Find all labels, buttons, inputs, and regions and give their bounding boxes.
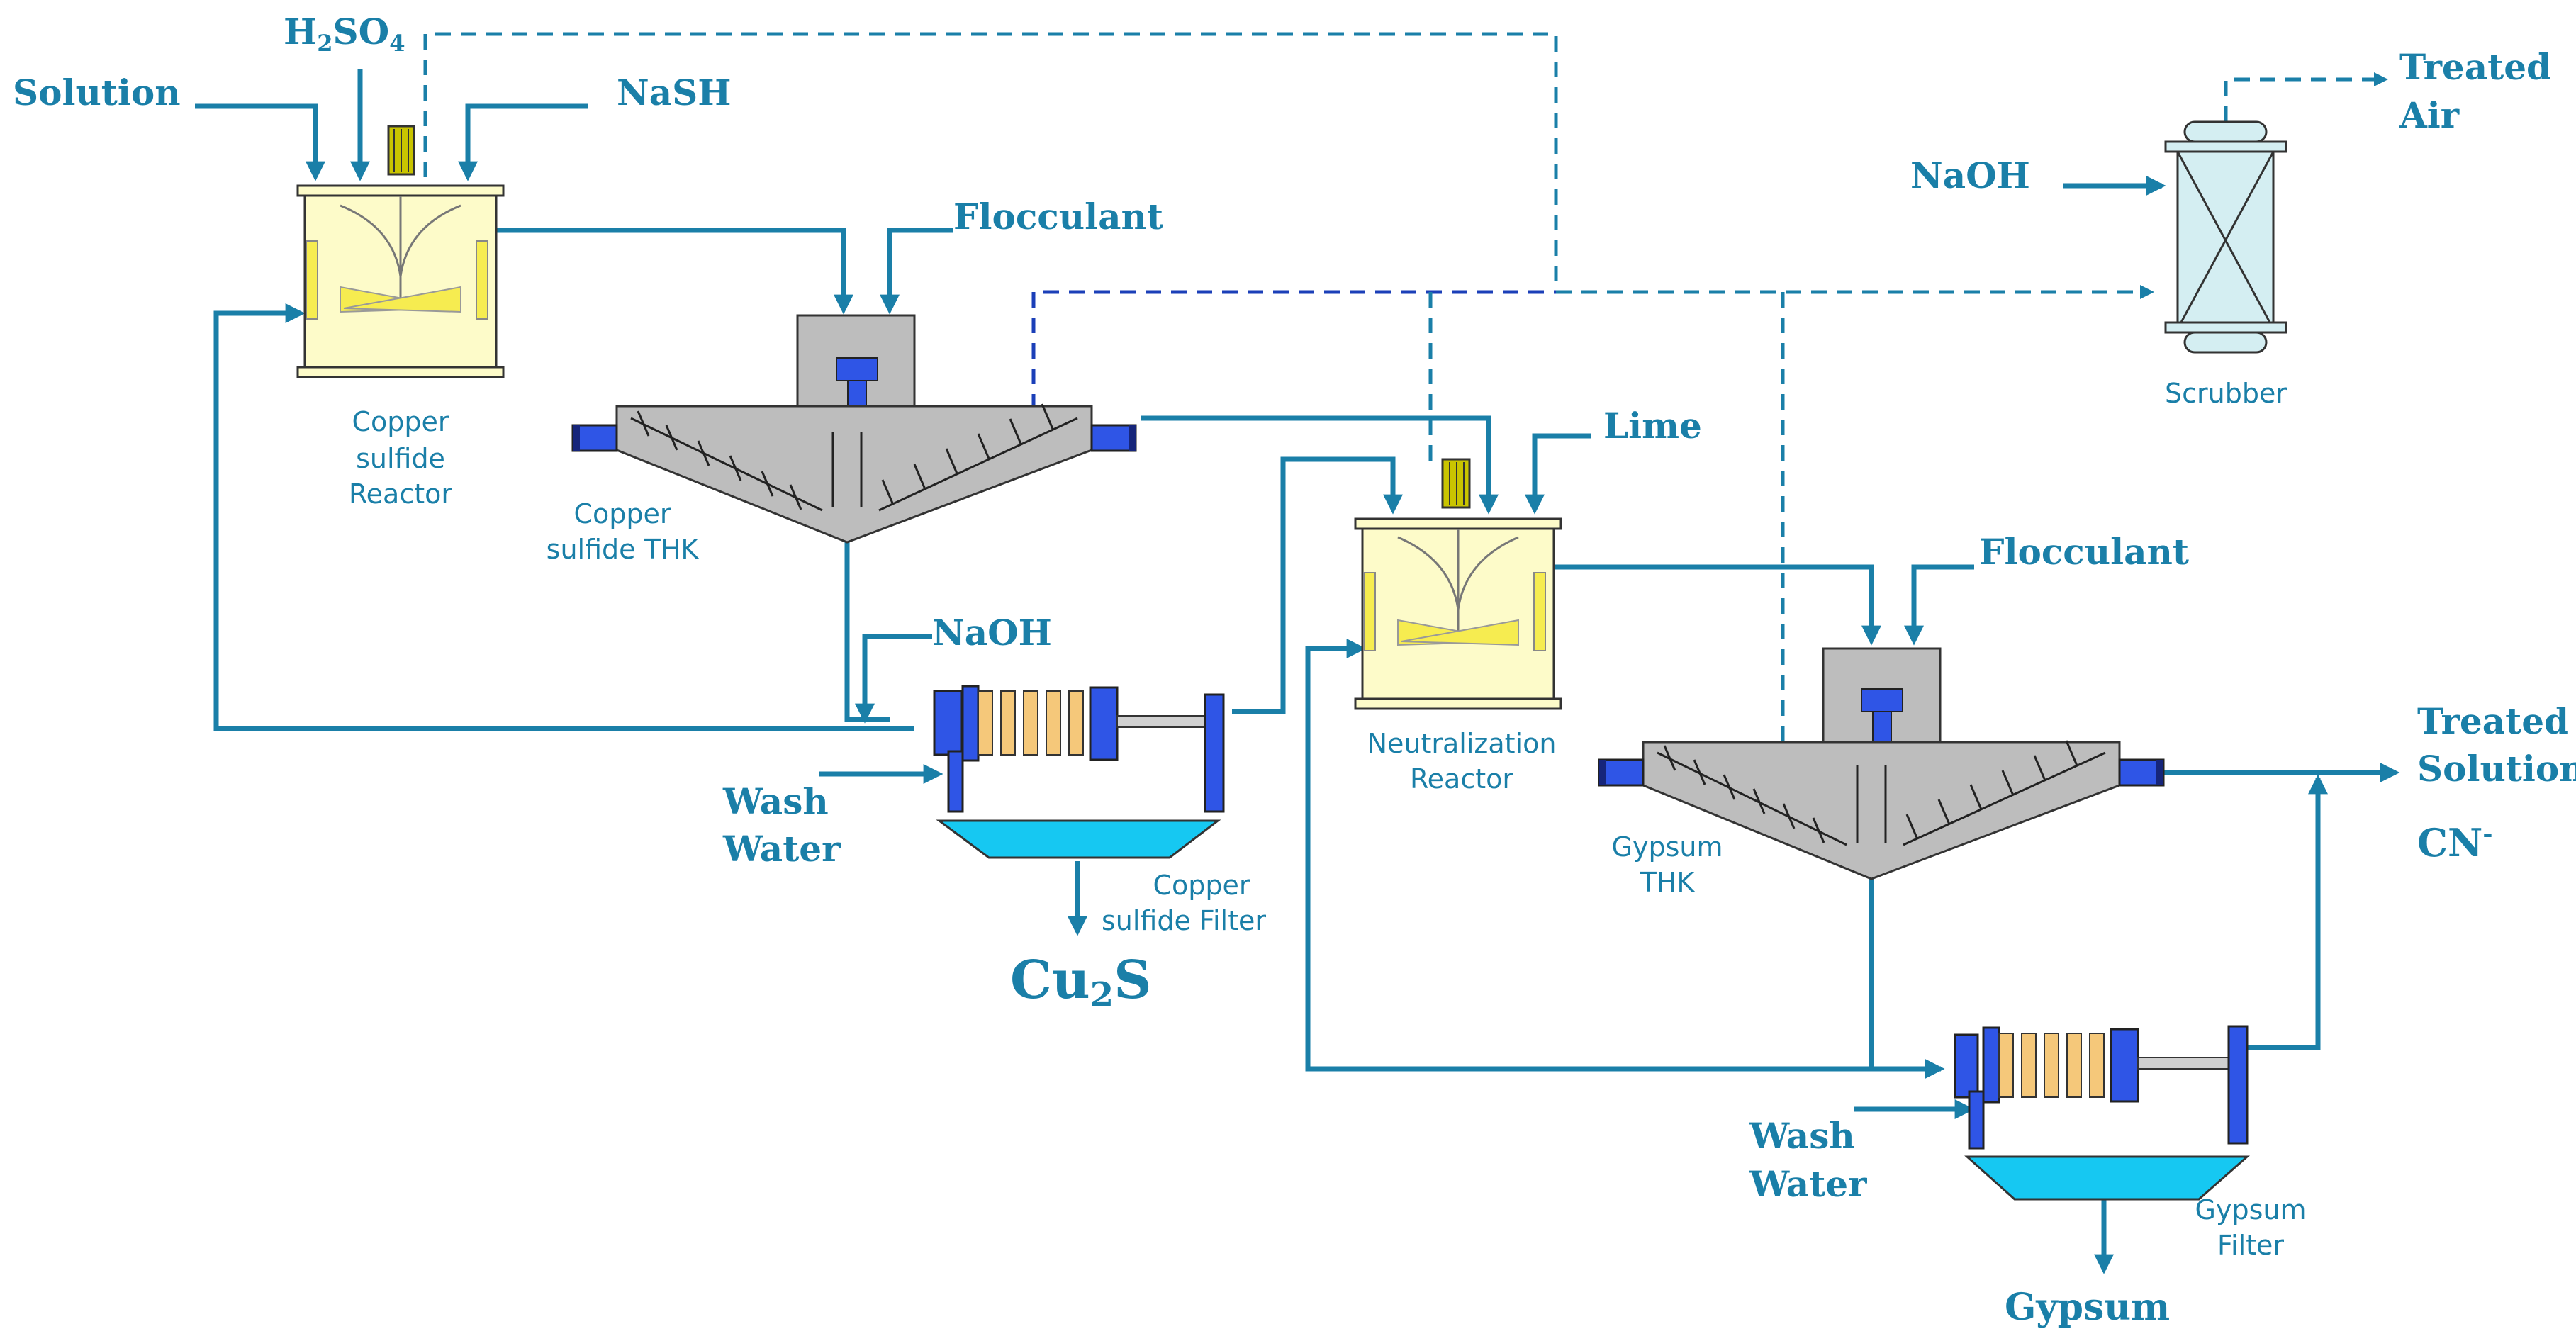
label-wash-water-1-line1: Wash [722,780,829,822]
gypsum-thickener [1598,647,2165,880]
label-cu2s: Cu2S [1010,950,1152,1015]
svg-text:Gypsum: Gypsum [1612,831,1723,863]
label-gypsum-product: Gypsum [2005,1286,2170,1329]
label-wash-water-2-line2: Water [1749,1163,1867,1205]
svg-text:Reactor: Reactor [349,478,452,510]
copper-sulfide-filter [933,685,1225,859]
label-h2so4: H2SO4 [284,11,405,57]
label-flocculant-2: Flocculant [1979,531,2189,573]
label-cn: CN- [2417,820,2492,865]
label-lime: Lime [1603,405,1702,447]
svg-text:sulfide THK: sulfide THK [547,534,700,565]
caption-scrubber: Scrubber [2165,378,2287,409]
svg-text:Copper: Copper [352,406,449,437]
caption-copper-sulfide-filter: Copper sulfide Filter [1102,870,1266,936]
label-flocculant-1: Flocculant [953,196,1163,237]
svg-text:Copper: Copper [1153,870,1250,901]
caption-neutralization-reactor: Neutralization Reactor [1367,728,1557,795]
svg-text:Neutralization: Neutralization [1367,728,1557,759]
label-nash: NaSH [617,72,731,113]
caption-copper-sulfide-reactor: Copper sulfide Reactor [349,406,452,510]
label-treated-air-line1: Treated [2399,46,2551,88]
label-solution: Solution [13,72,181,113]
label-treated-solution-line2: Solution [2417,748,2576,790]
vent-gas-lines [423,32,2388,741]
scrubber [2164,120,2287,354]
label-treated-air-line2: Air [2399,94,2460,136]
label-wash-water-2-line1: Wash [1749,1115,1855,1157]
svg-text:Filter: Filter [2217,1230,2284,1261]
svg-text:Reactor: Reactor [1410,763,1513,795]
copper-sulfide-reactor [296,125,505,378]
caption-gypsum-thk: Gypsum THK [1612,831,1723,898]
svg-text:sulfide: sulfide [356,443,445,474]
svg-text:Copper: Copper [573,498,671,529]
process-pipes [195,69,2400,1274]
svg-text:sulfide Filter: sulfide Filter [1102,905,1266,936]
label-naoh-scrubber: NaOH [1910,155,2030,196]
gypsum-filter [1954,1025,2250,1201]
neutralization-reactor [1354,458,1562,710]
copper-sulfide-thickener [571,314,1137,544]
caption-copper-sulfide-thk: Copper sulfide THK [547,498,700,565]
label-naoh-filter: NaOH [932,612,1052,653]
label-wash-water-1-line2: Water [722,828,841,870]
svg-text:THK: THK [1640,867,1696,898]
caption-gypsum-filter: Gypsum Filter [2195,1194,2307,1261]
label-treated-solution-line1: Treated [2417,700,2569,742]
svg-text:Gypsum: Gypsum [2195,1194,2307,1225]
